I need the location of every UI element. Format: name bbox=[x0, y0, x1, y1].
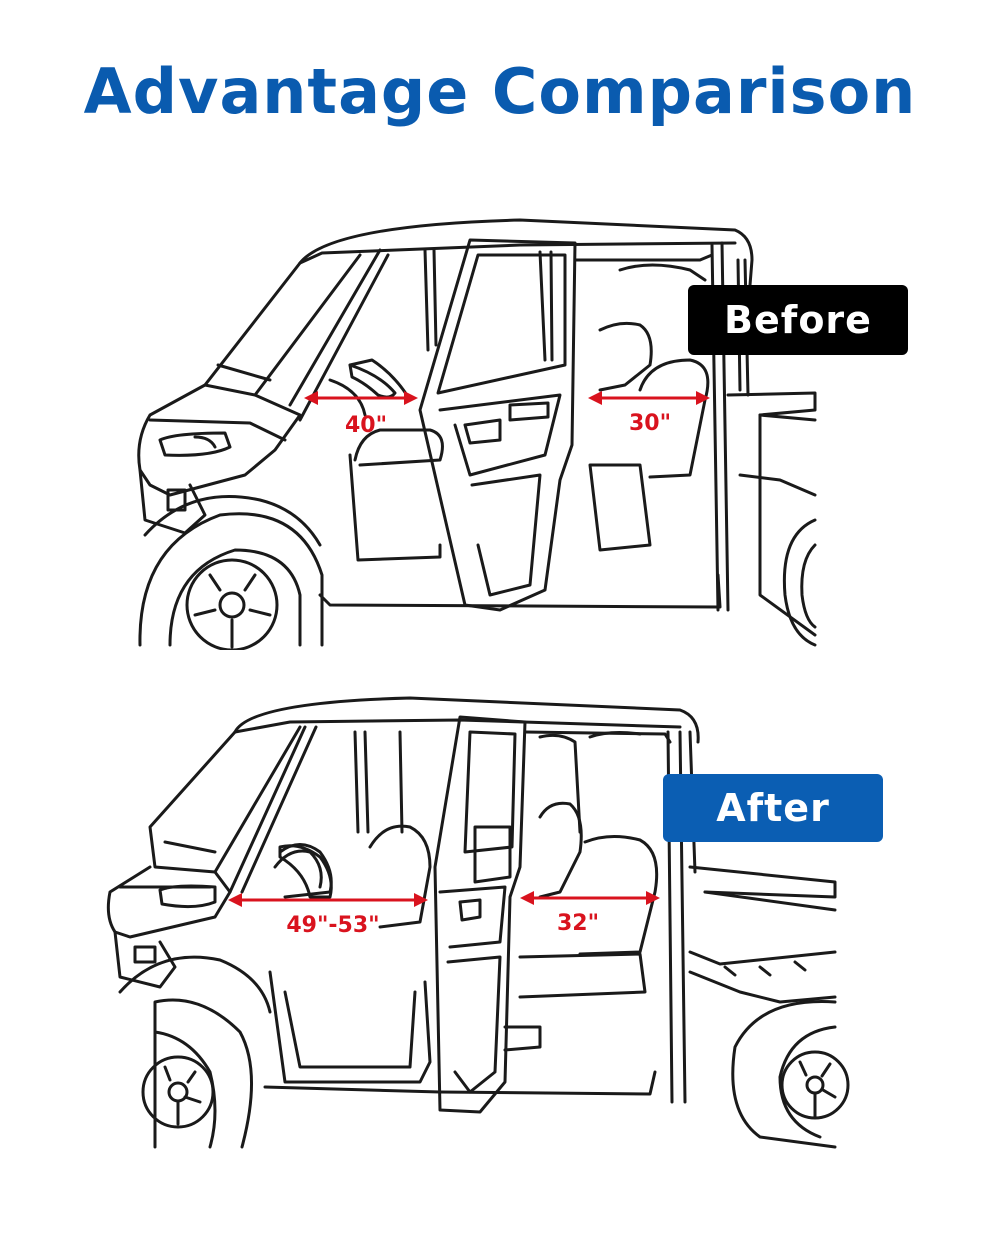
after-front-seat bbox=[368, 824, 432, 929]
before-front-opening-label: 40" bbox=[345, 413, 387, 438]
before-front-door bbox=[418, 238, 577, 612]
after-headlight bbox=[158, 884, 217, 909]
after-panel: 49"-53" 32" After bbox=[0, 692, 1000, 1152]
after-badge: After bbox=[663, 774, 883, 842]
before-rear-opening-label: 30" bbox=[629, 411, 671, 436]
after-hood bbox=[106, 865, 232, 939]
after-front-door bbox=[433, 715, 527, 1114]
after-front-opening-label: 49"-53" bbox=[286, 913, 379, 938]
before-front-tire bbox=[138, 512, 324, 647]
after-windshield bbox=[148, 725, 302, 874]
after-rocker bbox=[263, 1070, 657, 1096]
after-front-tire bbox=[153, 998, 254, 1149]
after-rear-opening-label: 32" bbox=[557, 911, 599, 936]
before-rear-seat bbox=[598, 321, 653, 392]
before-headlight bbox=[158, 431, 232, 457]
after-roof bbox=[233, 696, 700, 744]
after-rear-tire bbox=[731, 1000, 837, 1149]
before-steering-wheel bbox=[348, 363, 397, 399]
before-rear-measure: 30" bbox=[588, 391, 710, 436]
before-front-measure: 40" bbox=[304, 391, 418, 438]
after-rear-measure: 32" bbox=[520, 891, 660, 936]
after-rear-seat bbox=[538, 801, 583, 899]
page-title: Advantage Comparison bbox=[83, 55, 917, 128]
before-front-seat bbox=[353, 428, 444, 467]
after-steering-wheel bbox=[278, 844, 333, 899]
before-panel: 40" 30" Before bbox=[0, 215, 1000, 650]
after-bumper bbox=[113, 930, 177, 989]
before-windshield bbox=[203, 253, 362, 397]
before-badge: Before bbox=[688, 285, 908, 355]
before-roof bbox=[298, 218, 754, 287]
after-utv-illustration: 49"-53" 32" bbox=[106, 696, 850, 1149]
before-a-pillar bbox=[288, 248, 382, 407]
before-rear-tire bbox=[782, 518, 817, 647]
after-front-measure: 49"-53" bbox=[228, 893, 428, 938]
before-hood bbox=[137, 383, 302, 497]
before-utv-illustration: 40" 30" bbox=[137, 218, 817, 650]
